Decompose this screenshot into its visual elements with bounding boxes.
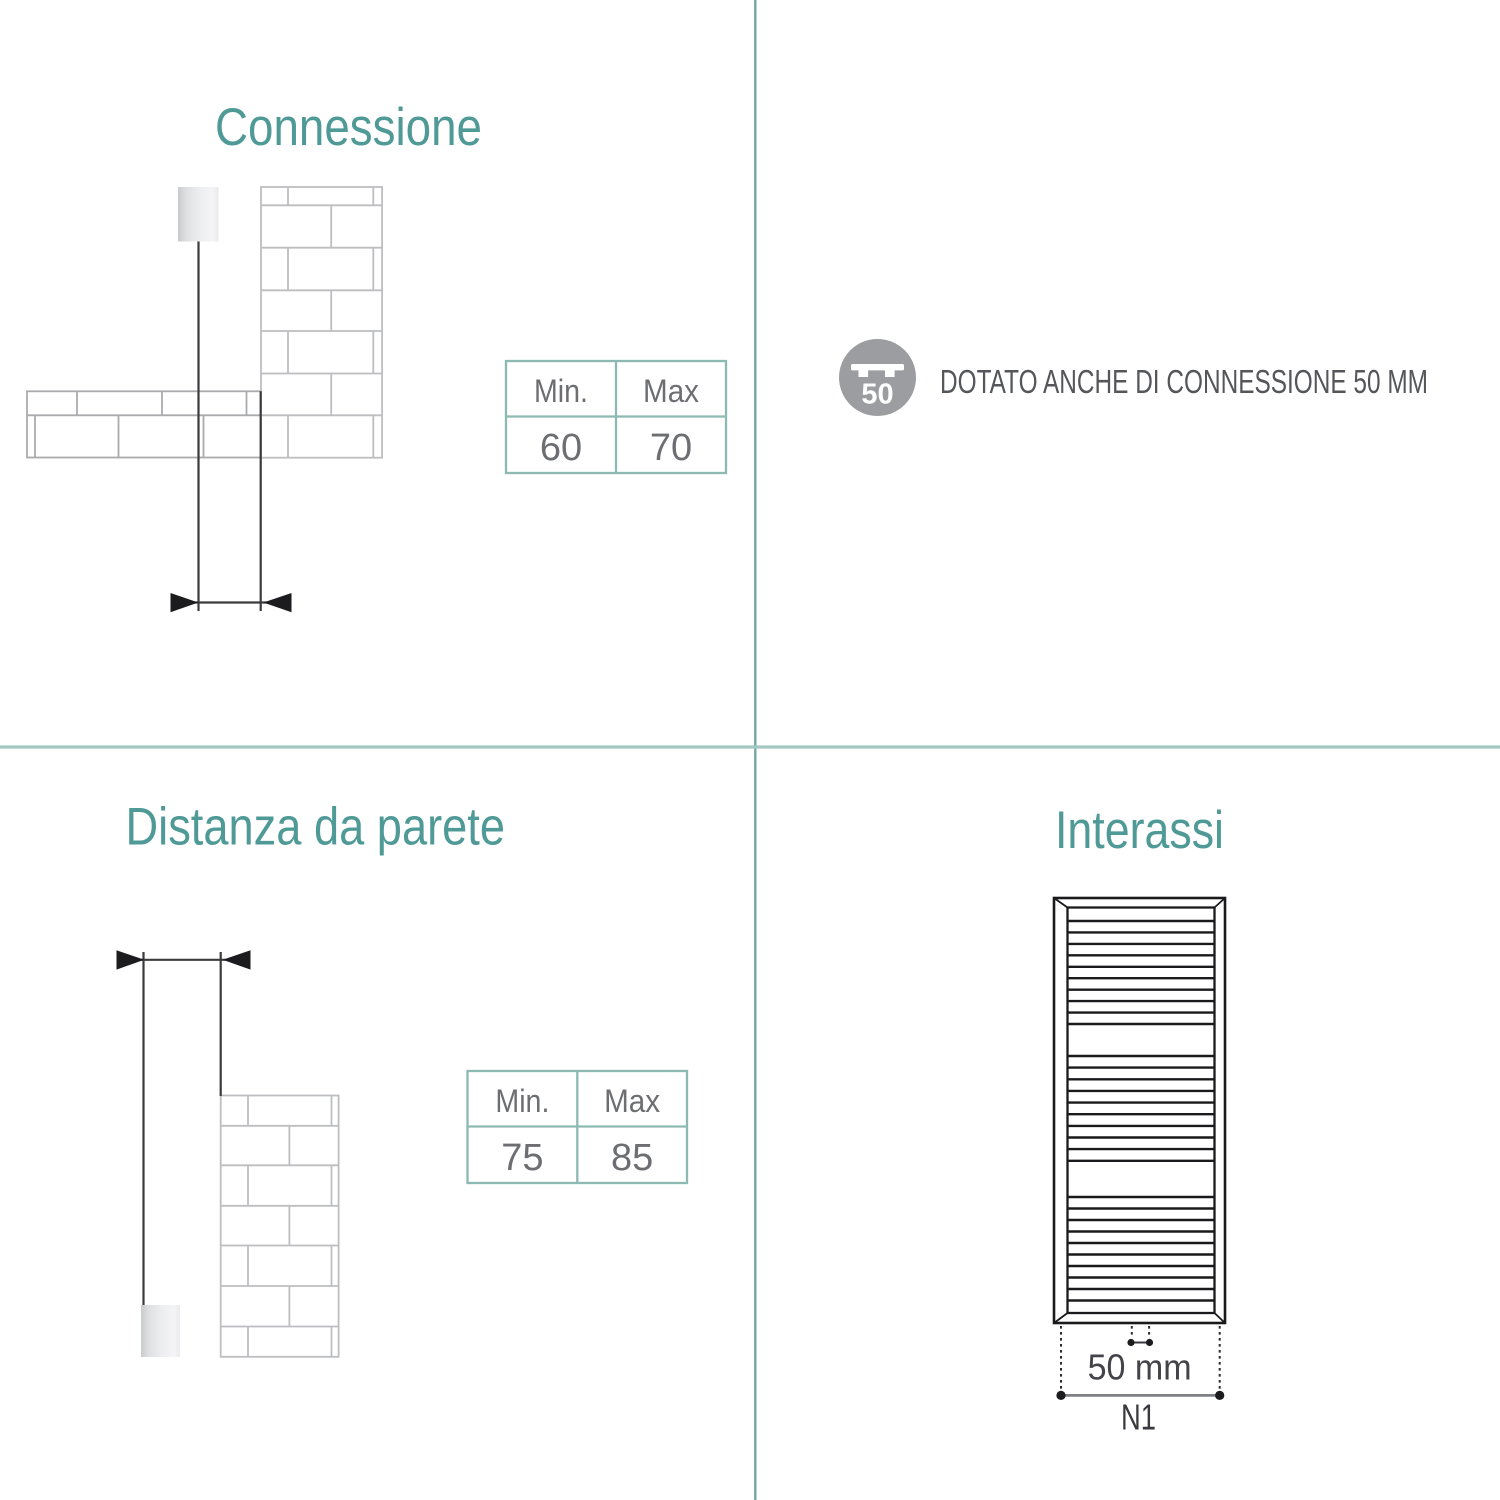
svg-text:N1: N1 (1121, 1397, 1156, 1438)
svg-text:Distanza da parete: Distanza da parete (126, 798, 506, 857)
svg-text:60: 60 (540, 427, 582, 469)
svg-text:Min.: Min. (495, 1083, 549, 1119)
svg-text:50 mm: 50 mm (1088, 1347, 1192, 1388)
svg-text:70: 70 (650, 427, 692, 469)
svg-text:75: 75 (501, 1137, 543, 1179)
svg-text:Max: Max (604, 1083, 660, 1119)
svg-text:Connessione: Connessione (215, 98, 482, 157)
svg-text:50: 50 (861, 379, 893, 411)
svg-text:Max: Max (643, 373, 699, 409)
svg-text:DOTATO ANCHE DI CONNESSIONE 50: DOTATO ANCHE DI CONNESSIONE 50 MM (940, 363, 1428, 400)
svg-text:Interassi: Interassi (1055, 801, 1224, 860)
svg-text:Min.: Min. (534, 373, 588, 409)
svg-text:85: 85 (611, 1137, 653, 1179)
